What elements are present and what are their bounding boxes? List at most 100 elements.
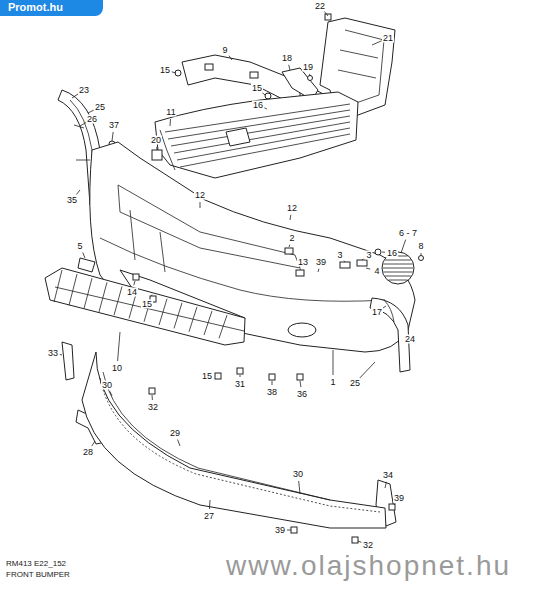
clip [389, 504, 395, 510]
callout-number: 19 [302, 63, 314, 72]
callout-number: 2 [288, 234, 295, 243]
leader-line [382, 252, 385, 253]
callout-number: 30 [292, 470, 304, 479]
callout-number: 24 [404, 335, 416, 344]
leader-line [333, 350, 334, 375]
front-spoiler [82, 352, 386, 528]
callout-number: 36 [296, 390, 308, 399]
leader-line [272, 381, 273, 385]
leader-line [60, 354, 62, 355]
clip [269, 374, 275, 380]
leader-line [156, 147, 157, 150]
clip [152, 150, 162, 160]
clip [265, 93, 271, 99]
callout-number: 34 [382, 471, 394, 480]
cover-rib [338, 30, 384, 105]
spoiler-strip [103, 372, 330, 500]
clip [357, 260, 367, 266]
leader-line [401, 240, 406, 253]
callout-number: 28 [82, 448, 94, 457]
callout-number: 3 [365, 251, 372, 260]
grille-bar [84, 278, 92, 308]
leader-line [309, 74, 310, 76]
callout-number: 16 [386, 249, 398, 258]
leader-line [112, 132, 113, 141]
leader-line [83, 252, 85, 258]
grille-bar [54, 270, 62, 302]
callout-number: 14 [126, 288, 138, 297]
spoiler-strip [100, 378, 380, 512]
callout-number: 39 [393, 494, 405, 503]
leader-line [76, 190, 80, 195]
callout-number: 15 [201, 372, 213, 381]
leader-line [290, 215, 292, 220]
callout-number: 8 [417, 242, 424, 251]
arch-strip [384, 300, 394, 322]
leader-line [383, 306, 386, 308]
hatch-line [383, 268, 413, 269]
clip [296, 270, 304, 276]
callout-number: 12 [286, 204, 298, 213]
callout-number: 17 [371, 308, 383, 317]
callout-number: 32 [362, 541, 374, 550]
hatch-line [388, 280, 407, 281]
callout-number: 6 - 7 [398, 229, 418, 238]
callout-number: 31 [234, 380, 246, 389]
callout-number: 27 [203, 512, 215, 521]
callout-number: 39 [315, 258, 327, 267]
callout-number: 10 [111, 364, 123, 373]
callout-number: 23 [78, 86, 90, 95]
hatch-line [385, 260, 411, 261]
callout-number: 33 [47, 349, 59, 358]
fog-grille-hatch [383, 256, 413, 280]
callout-number: 15 [159, 66, 171, 75]
leader-line [200, 202, 201, 208]
leader-line [289, 245, 291, 247]
callout-number: 3 [336, 251, 343, 260]
leader-line [92, 441, 95, 446]
callout-number: 15 [141, 300, 153, 309]
leader-line [362, 259, 363, 261]
slat [174, 122, 350, 153]
clip [237, 368, 243, 374]
bracket [78, 258, 95, 272]
leader-line [287, 530, 291, 531]
leader-line [300, 269, 302, 270]
leader-line [118, 332, 120, 361]
leader-line [88, 110, 94, 113]
clip [215, 373, 221, 379]
callout-number: 37 [108, 121, 120, 130]
leader-line [264, 108, 267, 109]
leader-line [172, 72, 176, 73]
clip [285, 248, 293, 254]
slat [168, 110, 350, 139]
bracket-hole [205, 64, 213, 70]
callout-number: 25 [349, 379, 361, 388]
leader-line [372, 41, 382, 45]
callout-number: 9 [221, 46, 228, 55]
slat [177, 128, 350, 160]
emblem [226, 128, 250, 146]
callout-number: 29 [169, 429, 181, 438]
callout-number: 16 [252, 101, 264, 110]
grille-bar [55, 287, 244, 331]
slat [180, 134, 350, 167]
callout-number: 13 [297, 258, 309, 267]
callout-number: 4 [373, 267, 380, 276]
callout-number: 12 [194, 191, 206, 200]
callout-number: 25 [94, 103, 106, 112]
callout-number: 18 [281, 54, 293, 63]
bracket [62, 342, 74, 380]
callout-number: 30 [101, 381, 113, 390]
hatch-line [384, 264, 413, 265]
grille-slats [165, 104, 350, 167]
callout-number: 11 [165, 108, 176, 117]
leader-line [394, 504, 396, 505]
clip [340, 262, 350, 268]
screw [308, 76, 313, 81]
clip [352, 537, 358, 543]
leader-line [299, 481, 300, 494]
leader-line [152, 395, 153, 400]
bracket-hole [250, 72, 258, 78]
slat [171, 116, 350, 146]
